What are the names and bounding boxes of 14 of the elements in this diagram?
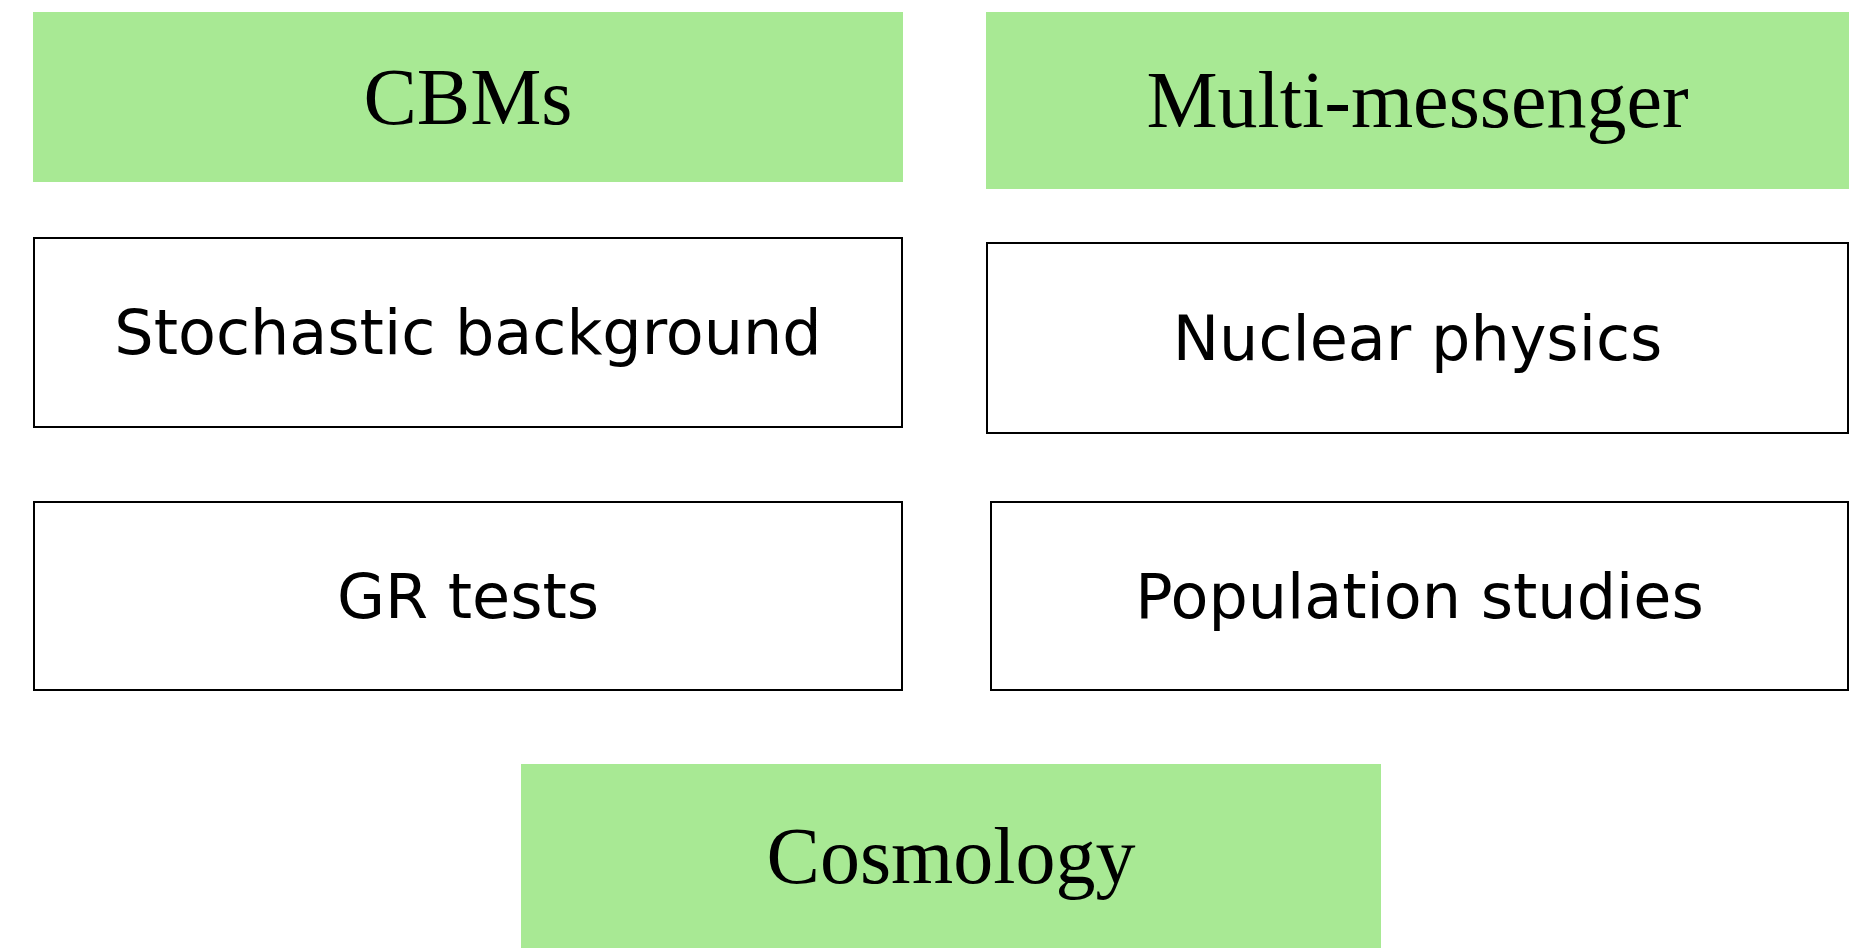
category-box [33,12,903,182]
topic-box [33,501,903,691]
topic-label: GR tests [336,559,600,633]
category-box [986,12,1849,189]
topic-box [990,501,1849,691]
topic-label: Stochastic background [114,296,822,369]
topic-label: Nuclear physics [1172,301,1663,375]
category-box [521,764,1381,948]
category-title: Multi-messenger [1146,55,1689,146]
topic-box [986,242,1849,434]
category-title: CBMs [363,51,573,143]
category-title: Cosmology [766,810,1136,902]
topic-box [33,237,903,428]
topic-label: Population studies [1135,559,1704,633]
